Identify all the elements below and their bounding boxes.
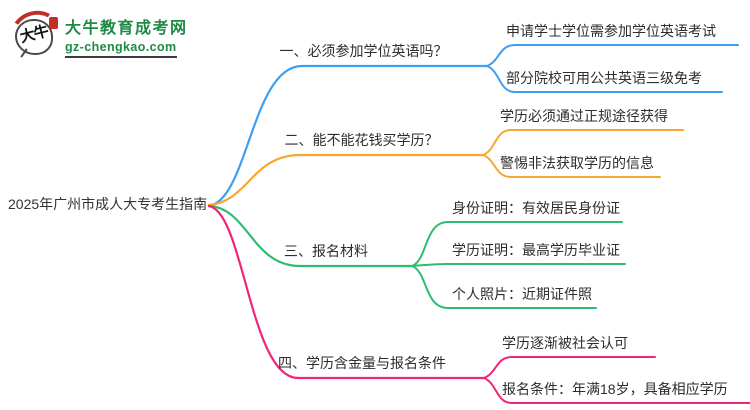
- child-node-2-1: 学历必须通过正规途径获得: [500, 108, 668, 124]
- logo-site-url: gz-chengkao.com: [65, 40, 177, 59]
- child-connector-3-1: [411, 221, 623, 267]
- child-node-3-1: 身份证明：有效居民身份证: [452, 200, 620, 216]
- child-connector-4-2: [483, 377, 750, 404]
- branch-node-3: 三、报名材料: [284, 243, 368, 259]
- child-connector-2-2: [482, 154, 661, 178]
- branch-2-connector: [207, 153, 485, 207]
- logo-bubble-icon: 大牛: [6, 5, 66, 61]
- child-node-3-2: 学历证明：最高学历毕业证: [452, 242, 620, 258]
- root-node: 2025年广州市成人大专考生指南: [8, 196, 208, 212]
- logo-seal-icon: [49, 17, 58, 29]
- child-node-3-3: 个人照片：近期证件照: [452, 286, 592, 302]
- child-connector-1-1: [486, 44, 739, 67]
- child-node-2-2: 警惕非法获取学历的信息: [500, 155, 654, 171]
- site-logo: 大牛 大牛教育成考网 gz-chengkao.com: [6, 5, 188, 61]
- child-connector-4-1: [483, 356, 656, 379]
- child-node-1-2: 部分院校可用公共英语三级免考: [506, 70, 702, 86]
- child-node-4-2: 报名条件：年满18岁，具备相应学历: [502, 381, 728, 397]
- branch-3-connector: [207, 204, 414, 268]
- child-connector-3-3: [411, 265, 597, 309]
- child-node-1-1: 申请学士学位需参加学位英语考试: [506, 23, 716, 39]
- child-node-4-1: 学历逐渐被社会认可: [502, 335, 628, 351]
- logo-site-name: 大牛教育成考网: [65, 20, 188, 37]
- branch-node-2: 二、能不能花钱买学历？: [284, 132, 439, 148]
- branch-1-connector: [207, 64, 489, 208]
- branch-node-1: 一、必须参加学位英语吗？: [279, 43, 448, 59]
- child-connector-3-2: [411, 263, 626, 267]
- logo-speech-bubble: [15, 19, 53, 55]
- branch-4-connector: [207, 204, 486, 380]
- logo-text-block: 大牛教育成考网 gz-chengkao.com: [65, 12, 188, 59]
- child-connector-2-1: [482, 129, 684, 156]
- child-connector-1-2: [486, 65, 723, 93]
- branch-node-4: 四、学历含金量与报名条件: [278, 355, 446, 371]
